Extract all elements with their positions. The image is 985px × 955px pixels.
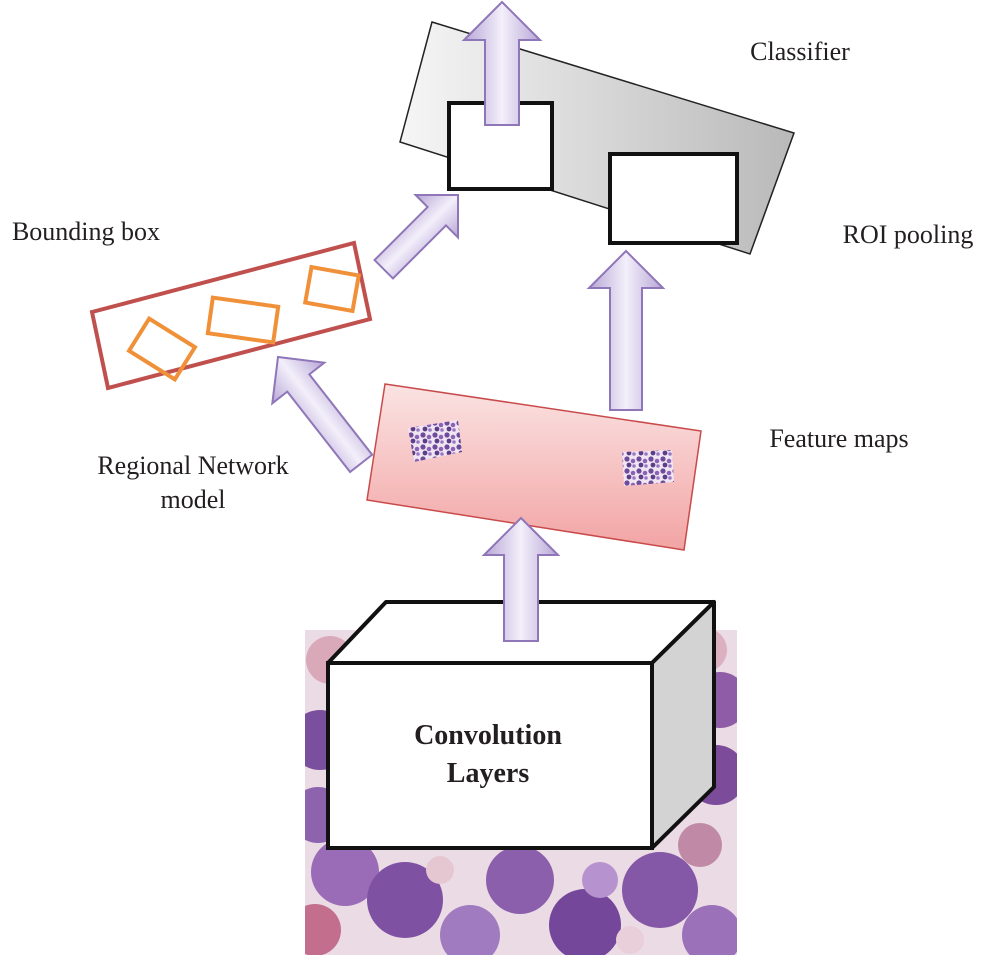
arrow-bbox-to-classifier <box>373 194 459 280</box>
regional-network-label: Regional Network <box>97 451 288 480</box>
feature-map-patch-left <box>408 420 462 462</box>
regional-network-label-line2: model <box>161 485 226 514</box>
bounding-box-panel <box>89 240 373 391</box>
convolution-label-line2: Layers <box>447 758 530 789</box>
roi-pooling-box <box>608 152 739 245</box>
classifier-label: Classifier <box>750 37 850 66</box>
arrow-feature-to-roi <box>586 249 666 411</box>
bounding-box-label: Bounding box <box>12 217 160 246</box>
roi-pooling-label: ROI pooling <box>843 220 974 249</box>
feature-maps-label: Feature maps <box>769 424 908 453</box>
arrow-feature-to-bbox <box>271 355 374 474</box>
anchor-box <box>205 295 281 345</box>
arrow-conv-to-feature <box>481 516 561 642</box>
arrow-up-to-output <box>461 0 543 126</box>
convolution-label: Convolution <box>414 720 562 751</box>
anchor-box <box>126 315 198 383</box>
feature-map-patch-right <box>622 450 674 486</box>
anchor-box <box>302 264 362 314</box>
